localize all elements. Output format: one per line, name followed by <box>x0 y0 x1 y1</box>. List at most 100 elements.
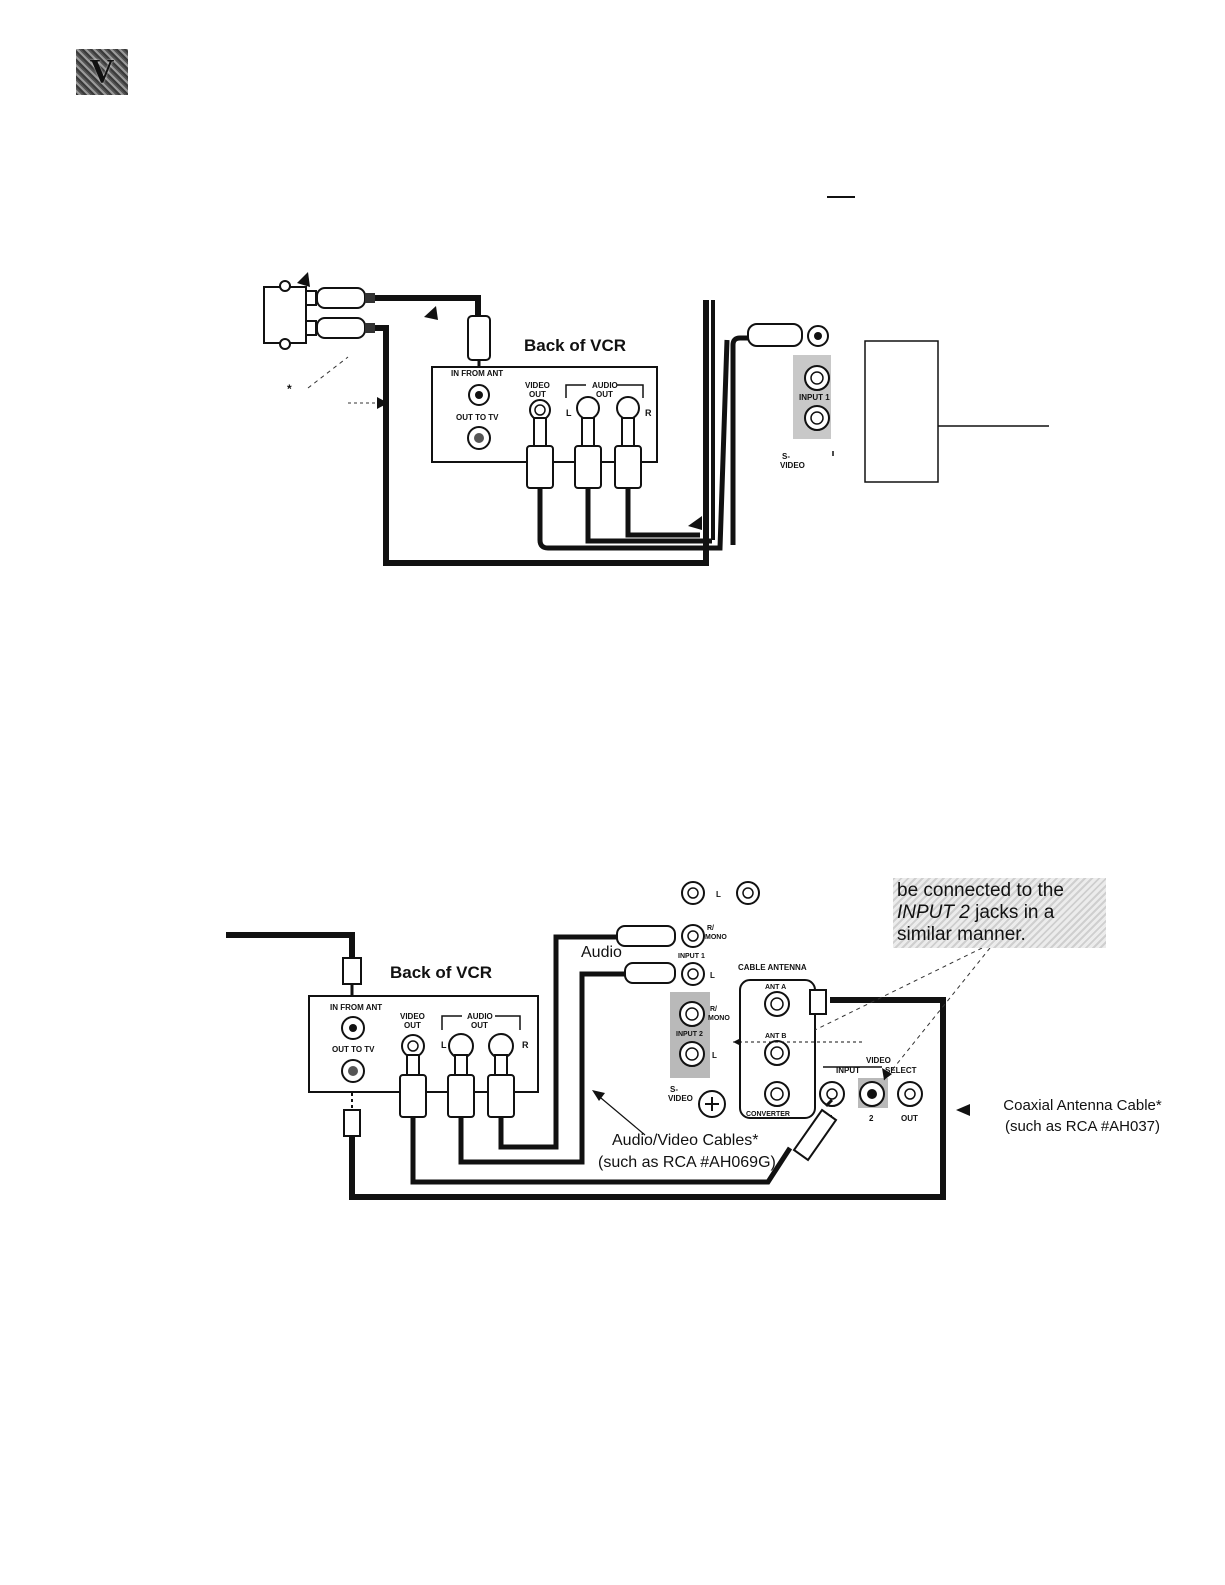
asterisk-label-1: * <box>287 382 292 396</box>
svideo-jack-icon <box>698 1090 726 1118</box>
in-from-ant-jack-2-icon <box>341 1016 365 1040</box>
tv-audio-jacks-1-icon <box>804 365 830 431</box>
r-mono-label-2b: MONO <box>708 1015 730 1022</box>
video-input1-jack-icon <box>819 1081 845 1107</box>
coax-plug-3-icon <box>343 1109 361 1137</box>
audio-l-cable-1 <box>585 488 712 544</box>
dashed-pointer-1 <box>307 356 349 389</box>
section-logo-icon: V <box>76 49 128 95</box>
av-cables-model: (such as RCA #AH069G) <box>598 1154 776 1171</box>
ant-b-label: ANT B <box>765 1033 786 1040</box>
coax-cable-caption: Coaxial Antenna Cable* (such as RCA #AH0… <box>990 1095 1175 1137</box>
coax-plug-2-icon <box>342 957 362 996</box>
input2-jacks-icon <box>679 1001 705 1067</box>
note-input2: INPUT 2 <box>897 902 970 923</box>
audio-out-label-2a: AUDIO <box>467 1012 493 1021</box>
audio-bracket-1 <box>565 384 644 398</box>
audio-r-cable-1 <box>625 488 700 538</box>
video-cable-1 <box>537 339 730 551</box>
video-plug-diagonal-icon <box>792 1098 838 1162</box>
cable-splitter-to-vcr <box>375 295 481 316</box>
out-label-2: OUT <box>901 1114 918 1123</box>
rca-plugs-2 <box>399 1054 515 1118</box>
audio-bracket-2 <box>441 1015 521 1030</box>
dashed-pointer-4 <box>814 947 983 1031</box>
arrow-cable-2-icon <box>377 397 388 409</box>
video-label-2: VIDEO <box>866 1056 891 1065</box>
vcr-title-2: Back of VCR <box>390 963 492 982</box>
rca-plugs-1 <box>526 417 642 489</box>
tv-cable-1 <box>730 335 748 545</box>
left-label-1: L <box>566 408 572 418</box>
in-from-ant-label-2: IN FROM ANT <box>330 1003 382 1012</box>
converter-label: CONVERTER <box>746 1111 790 1118</box>
arrow-cable-icon <box>424 306 438 320</box>
cable-antenna-label: CABLE ANTENNA <box>738 963 807 972</box>
audio-out-label-2b: OUT <box>471 1021 488 1030</box>
vcr-title-1: Back of VCR <box>524 336 626 355</box>
out-to-tv-jack-icon <box>467 426 491 450</box>
audio-out-label-1a: AUDIO <box>592 381 618 390</box>
ant-a-jack-icon <box>764 991 790 1017</box>
video-out-jack-2-icon <box>401 1034 425 1058</box>
note-line-2: INPUT 2 jacks in a <box>897 902 1102 924</box>
antenna-cable-in <box>226 932 355 960</box>
out-to-tv-label-2: OUT TO TV <box>332 1045 375 1054</box>
video-out-label-1a: VIDEO <box>525 381 550 390</box>
ant-a-plug <box>809 989 827 1015</box>
video-input2-jack-icon <box>859 1081 885 1107</box>
coax-cable-label: Coaxial Antenna Cable* <box>1003 1097 1162 1114</box>
svideo-label-2a: S- <box>670 1085 678 1094</box>
note-line-3: similar manner. <box>897 924 1026 945</box>
tv-audio-plug-l <box>624 962 676 984</box>
select-label-2: SELECT <box>885 1066 917 1075</box>
audio-l-cable-2 <box>458 971 625 1165</box>
note-jacks: jacks in a <box>969 902 1055 923</box>
svideo-label-2b: VIDEO <box>668 1094 693 1103</box>
svideo-label-1a: S- <box>782 452 790 461</box>
dashed-pointer-5 <box>883 947 991 1081</box>
audio-out-label-1b: OUT <box>596 390 613 399</box>
out-to-tv-jack-2-icon <box>341 1059 365 1083</box>
input1-label-2: INPUT 1 <box>678 953 705 960</box>
video-out-label-2b: OUT <box>404 1021 421 1030</box>
arrow-video2-icon <box>882 1068 892 1080</box>
input1-label-1: INPUT 1 <box>799 393 830 402</box>
video-out-label-1b: OUT <box>529 390 546 399</box>
arrow-av-cables-icon <box>688 516 702 530</box>
av-pointer-line <box>594 1092 646 1136</box>
video-out-label-2a: VIDEO <box>400 1012 425 1021</box>
video-cable-2 <box>410 1117 793 1185</box>
tv-plug-1 <box>747 323 803 347</box>
in-from-ant-label-1: IN FROM ANT <box>451 369 503 378</box>
tv-audio-plug-r <box>616 925 676 947</box>
arrow-coax-icon <box>956 1104 970 1116</box>
r-mono-label-1a: R/ <box>707 925 714 932</box>
right-label-1: R <box>645 408 652 418</box>
coax-cable-model: (such as RCA #AH037) <box>1004 1118 1161 1135</box>
cable-splitter-to-tv <box>375 300 709 566</box>
av-cables-label: Audio/Video Cables* <box>612 1132 758 1149</box>
left-label-2: L <box>441 1040 447 1050</box>
audio-l-jack-icon <box>576 396 600 420</box>
r-mono-label-1b: MONO <box>705 934 727 941</box>
video-out-select-jack-icon <box>897 1081 923 1107</box>
input-label-2: INPUT <box>836 1066 860 1075</box>
in-from-ant-jack-icon <box>468 384 490 406</box>
coax-plug-icon <box>467 315 491 375</box>
jack2-label: 2 <box>869 1114 874 1123</box>
top-l-label: L <box>716 890 721 899</box>
note-line-1: be connected to the <box>897 880 1064 901</box>
input1-jacks-icon <box>681 924 705 986</box>
converter-jack-icon <box>764 1081 790 1107</box>
l-label-input1: L <box>710 971 715 980</box>
arrow-splitter-icon <box>297 272 310 287</box>
splitter-icon <box>263 280 375 350</box>
right-label-2: R <box>522 1040 529 1050</box>
note-box: be connected to the INPUT 2 jacks in a s… <box>893 878 1106 948</box>
r-mono-label-2a: R/ <box>710 1006 717 1013</box>
tv-video-jack-1-icon <box>807 325 829 347</box>
input2-label-2: INPUT 2 <box>676 1031 703 1038</box>
coax-cable-to-ant-a <box>349 997 946 1200</box>
